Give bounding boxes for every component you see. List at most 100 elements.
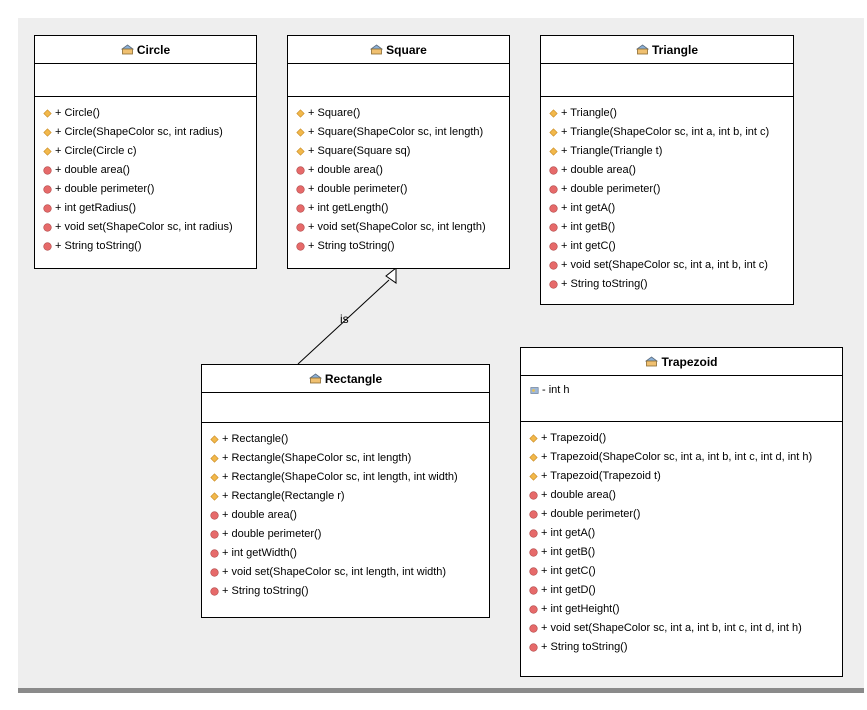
member-signature: + double perimeter(): [561, 183, 661, 195]
class-member[interactable]: + double perimeter(): [43, 180, 256, 199]
class-icon: [308, 373, 322, 384]
member-signature: + int getB(): [561, 221, 616, 233]
class-box-circle[interactable]: Circle + Circle()+ Circle(ShapeColor sc,…: [34, 35, 257, 269]
class-box-rectangle[interactable]: Rectangle + Rectangle()+ Rectangle(Shape…: [201, 364, 490, 618]
class-member[interactable]: + Circle(): [43, 104, 256, 123]
member-signature: + int getD(): [541, 584, 596, 596]
class-member[interactable]: + Trapezoid(Trapezoid t): [529, 467, 842, 486]
class-icon: [370, 44, 384, 55]
class-member[interactable]: + Circle(ShapeColor sc, int radius): [43, 123, 256, 142]
member-signature: + Square(ShapeColor sc, int length): [308, 126, 484, 138]
member-signature: + Triangle(): [561, 107, 617, 119]
class-member[interactable]: + int getA(): [529, 524, 842, 543]
class-member[interactable]: + int getD(): [529, 581, 842, 600]
method-circle-icon: [296, 223, 305, 232]
class-member[interactable]: + Rectangle(ShapeColor sc, int length, i…: [210, 468, 489, 487]
attribute-compartment: [202, 393, 489, 423]
method-circle-icon: [529, 491, 538, 500]
class-name: Triangle: [651, 42, 698, 57]
method-circle-icon: [549, 223, 558, 232]
class-member[interactable]: + int getC(): [549, 237, 793, 256]
member-signature: + Trapezoid(Trapezoid t): [541, 470, 661, 482]
member-signature: + double perimeter(): [55, 183, 155, 195]
class-member[interactable]: + String toString(): [529, 638, 842, 657]
class-member[interactable]: + String toString(): [43, 237, 256, 256]
member-signature: + Circle(Circle c): [55, 145, 137, 157]
horizontal-scrollbar[interactable]: [18, 688, 864, 693]
member-signature: + int getHeight(): [541, 603, 620, 615]
member-signature: + Triangle(Triangle t): [561, 145, 663, 157]
class-name: Circle: [136, 42, 171, 57]
class-member[interactable]: + int getB(): [529, 543, 842, 562]
class-member[interactable]: + int getRadius(): [43, 199, 256, 218]
class-member[interactable]: - int h: [530, 381, 842, 400]
class-box-trapezoid[interactable]: Trapezoid - int h + Trapezoid()+ Trapezo…: [520, 347, 843, 677]
class-icon: [635, 44, 649, 55]
member-signature: + int getB(): [541, 546, 596, 558]
class-member[interactable]: + String toString(): [296, 237, 509, 256]
class-member[interactable]: + String toString(): [549, 275, 793, 294]
member-signature: + Triangle(ShapeColor sc, int a, int b, …: [561, 126, 770, 138]
class-icon: [120, 44, 134, 55]
attribute-compartment: [35, 64, 256, 97]
class-member[interactable]: + double perimeter(): [529, 505, 842, 524]
class-member[interactable]: + void set(ShapeColor sc, int a, int b, …: [529, 619, 842, 638]
constructor-diamond-icon: [529, 453, 538, 462]
class-member[interactable]: + void set(ShapeColor sc, int a, int b, …: [549, 256, 793, 275]
method-circle-icon: [210, 568, 219, 577]
class-icon: [645, 356, 659, 367]
class-member[interactable]: + double area(): [43, 161, 256, 180]
class-member[interactable]: + int getC(): [529, 562, 842, 581]
member-signature: + String toString(): [308, 240, 395, 252]
class-member[interactable]: + int getLength(): [296, 199, 509, 218]
member-signature: + Trapezoid(): [541, 432, 607, 444]
member-signature: + double perimeter(): [222, 528, 322, 540]
class-box-square[interactable]: Square + Square()+ Square(ShapeColor sc,…: [287, 35, 510, 269]
member-signature: + double area(): [561, 164, 636, 176]
class-header: Triangle: [541, 36, 793, 64]
class-member[interactable]: + double area(): [210, 506, 489, 525]
class-member[interactable]: + double perimeter(): [210, 525, 489, 544]
method-circle-icon: [549, 242, 558, 251]
constructor-diamond-icon: [549, 109, 558, 118]
member-signature: + void set(ShapeColor sc, int a, int b, …: [561, 259, 768, 271]
class-member[interactable]: + void set(ShapeColor sc, int radius): [43, 218, 256, 237]
class-member[interactable]: + double area(): [549, 161, 793, 180]
class-member[interactable]: + Square(Square sq): [296, 142, 509, 161]
attribute-compartment: [541, 64, 793, 97]
method-circle-icon: [549, 280, 558, 289]
class-member[interactable]: + Square(): [296, 104, 509, 123]
class-member[interactable]: + double area(): [529, 486, 842, 505]
class-member[interactable]: + void set(ShapeColor sc, int length, in…: [210, 563, 489, 582]
member-signature: + double perimeter(): [308, 183, 408, 195]
class-member[interactable]: + int getWidth(): [210, 544, 489, 563]
method-circle-icon: [529, 529, 538, 538]
class-member[interactable]: + double area(): [296, 161, 509, 180]
method-circle-icon: [43, 204, 52, 213]
class-member[interactable]: + Circle(Circle c): [43, 142, 256, 161]
class-member[interactable]: + double perimeter(): [296, 180, 509, 199]
class-member[interactable]: + Triangle(ShapeColor sc, int a, int b, …: [549, 123, 793, 142]
class-member[interactable]: + Trapezoid(): [529, 429, 842, 448]
class-member[interactable]: + Square(ShapeColor sc, int length): [296, 123, 509, 142]
constructor-diamond-icon: [210, 435, 219, 444]
class-member[interactable]: + void set(ShapeColor sc, int length): [296, 218, 509, 237]
method-circle-icon: [210, 549, 219, 558]
method-circle-icon: [210, 587, 219, 596]
class-member[interactable]: + Triangle(Triangle t): [549, 142, 793, 161]
class-box-triangle[interactable]: Triangle + Triangle() + Triangle(ShapeCol…: [540, 35, 794, 305]
class-member[interactable]: + int getA(): [549, 199, 793, 218]
class-member[interactable]: + double perimeter(): [549, 180, 793, 199]
class-member[interactable]: + String toString(): [210, 582, 489, 601]
member-signature: + int getA(): [561, 202, 616, 214]
class-member[interactable]: + Rectangle(Rectangle r): [210, 487, 489, 506]
class-member[interactable]: + int getHeight(): [529, 600, 842, 619]
class-member[interactable]: + Rectangle(ShapeColor sc, int length): [210, 449, 489, 468]
member-signature: + int getC(): [561, 240, 616, 252]
class-member[interactable]: + Triangle(): [549, 104, 793, 123]
class-member[interactable]: + int getB(): [549, 218, 793, 237]
method-circle-icon: [549, 204, 558, 213]
class-member[interactable]: + Rectangle(): [210, 430, 489, 449]
class-member[interactable]: + Trapezoid(ShapeColor sc, int a, int b,…: [529, 448, 842, 467]
operation-compartment: + Square() + Square(ShapeColor sc, int le…: [288, 97, 509, 256]
